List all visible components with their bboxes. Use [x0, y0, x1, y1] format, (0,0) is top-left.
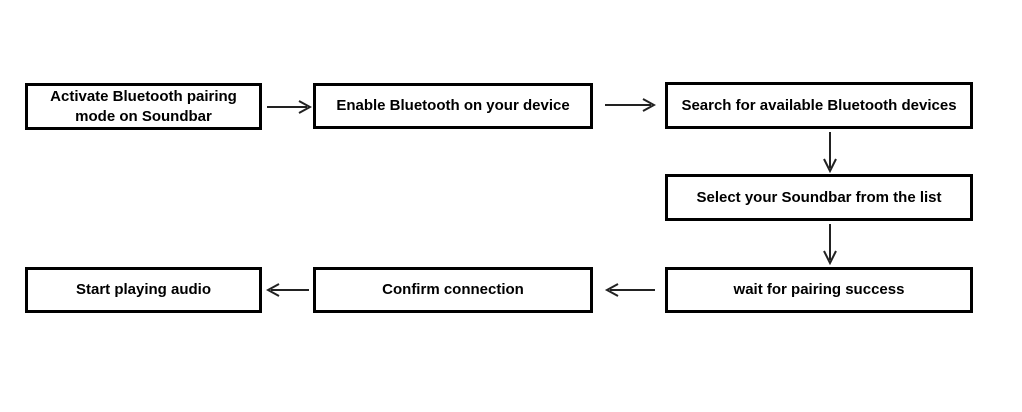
arrow-select-to-wait-icon	[823, 224, 837, 265]
node-select-soundbar: Select your Soundbar from the list	[665, 174, 973, 221]
arrow-search-to-select-icon	[823, 132, 837, 173]
node-wait-pairing: wait for pairing success	[665, 267, 973, 313]
node-activate-pairing: Activate Bluetooth pairing mode on Sound…	[25, 83, 262, 130]
arrow-confirm-to-start-icon	[266, 283, 309, 297]
node-enable-bluetooth: Enable Bluetooth on your device	[313, 83, 593, 129]
arrow-wait-to-confirm-icon	[604, 283, 655, 297]
arrow-activate-to-enable-icon	[267, 100, 312, 114]
node-search-devices: Search for available Bluetooth devices	[665, 82, 973, 129]
arrow-enable-to-search-icon	[605, 98, 656, 112]
node-confirm-connection: Confirm connection	[313, 267, 593, 313]
node-start-audio: Start playing audio	[25, 267, 262, 313]
